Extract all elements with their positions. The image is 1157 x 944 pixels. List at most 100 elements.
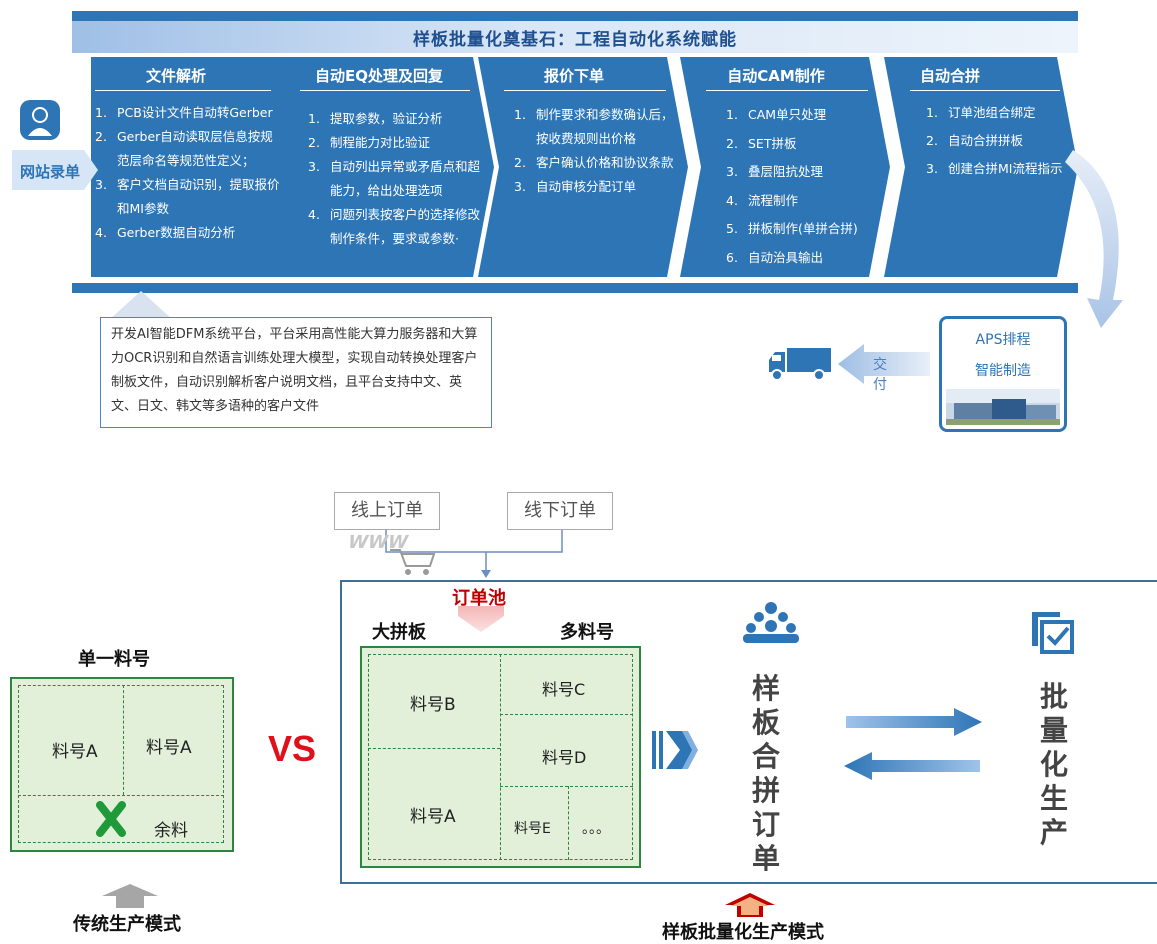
stage-divider [706, 90, 868, 91]
arrow-tag-shape [12, 150, 98, 190]
stage-item: 1.订单池组合绑定 [926, 105, 1036, 120]
part-label: 料号C [542, 680, 586, 699]
stage-item: 2.Gerber自动读取层信息按规范层命名等规范性定义； [95, 129, 273, 168]
exchange-arrows-icon [844, 708, 982, 780]
stage-item: 1.PCB设计文件自动转Gerber [95, 105, 273, 120]
stage-divider [504, 90, 666, 91]
stage-auto-cam: 自动CAM制作 1.CAM单只处理 2.SET拼板 3.叠层阻抗处理 4.流程制… [680, 57, 890, 277]
team-icon [743, 602, 799, 643]
stage-quote-order: 报价下单 1.制作要求和参数确认后，按收费规则出价格 2.客户确认价格和协议条款… [478, 57, 688, 277]
web-order-tag: 网站录单 [12, 150, 98, 190]
stage-list: 1.PCB设计文件自动转Gerber 2.Gerber自动读取层信息按规范层命名… [95, 101, 285, 245]
online-order-box: 线上订单 [334, 492, 440, 530]
stage-chevron-shape [478, 57, 688, 277]
mass-production-vertical-text: 批量化生产 [1039, 680, 1068, 849]
user-icon [20, 100, 60, 140]
stage-item: 2.自动合拼拼板 [926, 133, 1024, 148]
single-part-heading: 单一料号 [78, 649, 150, 670]
panel-divider [568, 786, 569, 860]
stage-item: 2.客户确认价格和协议条款 [514, 155, 674, 170]
left-arrow-shape [838, 344, 930, 384]
panel-divider [368, 748, 500, 749]
stage-item: 4.流程制作 [726, 192, 799, 208]
part-label: 料号D [542, 748, 587, 767]
stage-item: 5.拼板制作(单拼合拼) [726, 221, 858, 236]
stage-chevron-shape [884, 57, 1078, 277]
part-label: 料号A [146, 738, 192, 758]
stage-item: 2.SET拼板 [726, 135, 797, 151]
stage-list: 1.订单池组合绑定 2.自动合拼拼板 3.创建合拼MI流程指示 [926, 101, 1066, 181]
stage-title: 文件解析 [145, 67, 206, 85]
stage-chevron-shape [91, 57, 296, 277]
cross-icon [96, 801, 126, 837]
up-arrow-gray-icon [102, 884, 158, 908]
stage-item: 1.制作要求和参数确认后，按收费规则出价格 [514, 107, 674, 146]
online-cart-icon: WWW [350, 532, 436, 575]
part-label: 料号A [410, 807, 456, 827]
stage-auto-merge: 自动合拼 1.订单池组合绑定 2.自动合拼拼板 3.创建合拼MI流程指示 [884, 57, 1078, 277]
checklist-icon [1032, 612, 1074, 654]
page-title: 样板批量化奠基石：工程自动化系统赋能 [413, 29, 737, 50]
stage-item: 3.创建合拼MI流程指示 [926, 161, 1063, 176]
traditional-panel: 料号A 料号A 余料 [10, 677, 234, 852]
stage-item: 3.自动审核分配订单 [514, 179, 637, 194]
panel-divider [123, 685, 124, 795]
leftover-label: 余料 [154, 821, 188, 841]
curved-arrow-icon [1065, 150, 1123, 328]
stage-list: 1.制作要求和参数确认后，按收费规则出价格 2.客户确认价格和协议条款 3.自动… [514, 103, 682, 199]
stage-item: 6.自动治具输出 [726, 249, 824, 265]
panel-divider [18, 795, 224, 796]
vs-label: VS [268, 728, 317, 769]
stage-auto-eq: 自动EQ处理及回复 1.提取参数，验证分析 2.制程能力对比验证 3.自动列出异… [274, 57, 494, 277]
ellipsis-label: 。。。 [582, 821, 610, 837]
big-panel-heading: 大拼板 [372, 622, 426, 643]
panel-divider [500, 654, 501, 860]
header-bottom-bar [72, 283, 1078, 293]
stage-divider [910, 90, 1060, 91]
part-label: 料号A [52, 742, 98, 762]
part-label: 料号E [514, 821, 551, 837]
note-text: 开发AI智能DFM系统平台，平台采用高性能大算力服务器和大算力OCR识别和自然语… [111, 327, 478, 414]
big-panel: 料号B 料号C 料号D 料号A 料号E 。。。 [360, 646, 641, 868]
web-order-label: 网站录单 [20, 163, 81, 181]
traditional-mode-label: 传统生产模式 [73, 914, 181, 935]
stage-file-parsing: 文件解析 1.PCB设计文件自动转Gerber 2.Gerber自动读取层信息按… [91, 57, 296, 277]
stage-divider [95, 90, 271, 91]
stage-chevron-shape [274, 57, 494, 277]
stage-list: 1.提取参数，验证分析 2.制程能力对比验证 3.自动列出异常或矛盾点和超能力，… [308, 107, 480, 251]
stage-title: 自动EQ处理及回复 [315, 67, 443, 85]
order-pool-label: 订单池 [452, 588, 506, 609]
stage-item: 1.提取参数，验证分析 [308, 111, 443, 126]
stage-title: 自动CAM制作 [727, 67, 825, 85]
panel-divider [500, 714, 633, 715]
batch-mode-label: 样板批量化生产模式 [662, 922, 824, 943]
stage-item: 3.自动列出异常或矛盾点和超能力，给出处理选项 [308, 159, 481, 198]
aps-title: APS排程 [975, 332, 1031, 348]
offline-order-box: 线下订单 [507, 492, 613, 530]
stage-title: 自动合拼 [919, 67, 980, 85]
truck-icon [769, 348, 831, 381]
part-label: 料号B [410, 695, 456, 715]
aps-subtitle: 智能制造 [975, 363, 1031, 379]
online-order-label: 线上订单 [351, 500, 423, 521]
stage-item: 2.制程能力对比验证 [308, 135, 431, 150]
order-pool-arrow-icon [458, 606, 504, 632]
chevron-right-icon [652, 731, 698, 769]
up-arrow-red-icon [725, 893, 775, 917]
offline-order-label: 线下订单 [524, 500, 596, 521]
stage-item: 4.Gerber数据自动分析 [95, 225, 236, 240]
stage-chevron-shape [680, 57, 890, 277]
aps-box: APS排程 智能制造 [939, 316, 1067, 432]
stage-title: 报价下单 [543, 67, 604, 85]
order-connector-lines [385, 530, 563, 578]
merge-order-vertical-text: 样板合拼订单 [751, 672, 780, 875]
batch-production-frame [340, 580, 1157, 884]
panel-divider [500, 786, 633, 787]
ai-platform-note: 开发AI智能DFM系统平台，平台采用高性能大算力服务器和大算力OCR识别和自然语… [100, 317, 492, 428]
stage-item: 3.客户文档自动识别，提取报价和MI参数 [95, 177, 280, 216]
svg-text:WWW: WWW [350, 532, 410, 553]
stage-item: 1.CAM单只处理 [726, 107, 827, 122]
header-top-bar [72, 11, 1078, 21]
stage-list: 1.CAM单只处理 2.SET拼板 3.叠层阻抗处理 4.流程制作 5.拼板制作… [726, 101, 886, 272]
multi-part-heading: 多料号 [560, 622, 614, 643]
